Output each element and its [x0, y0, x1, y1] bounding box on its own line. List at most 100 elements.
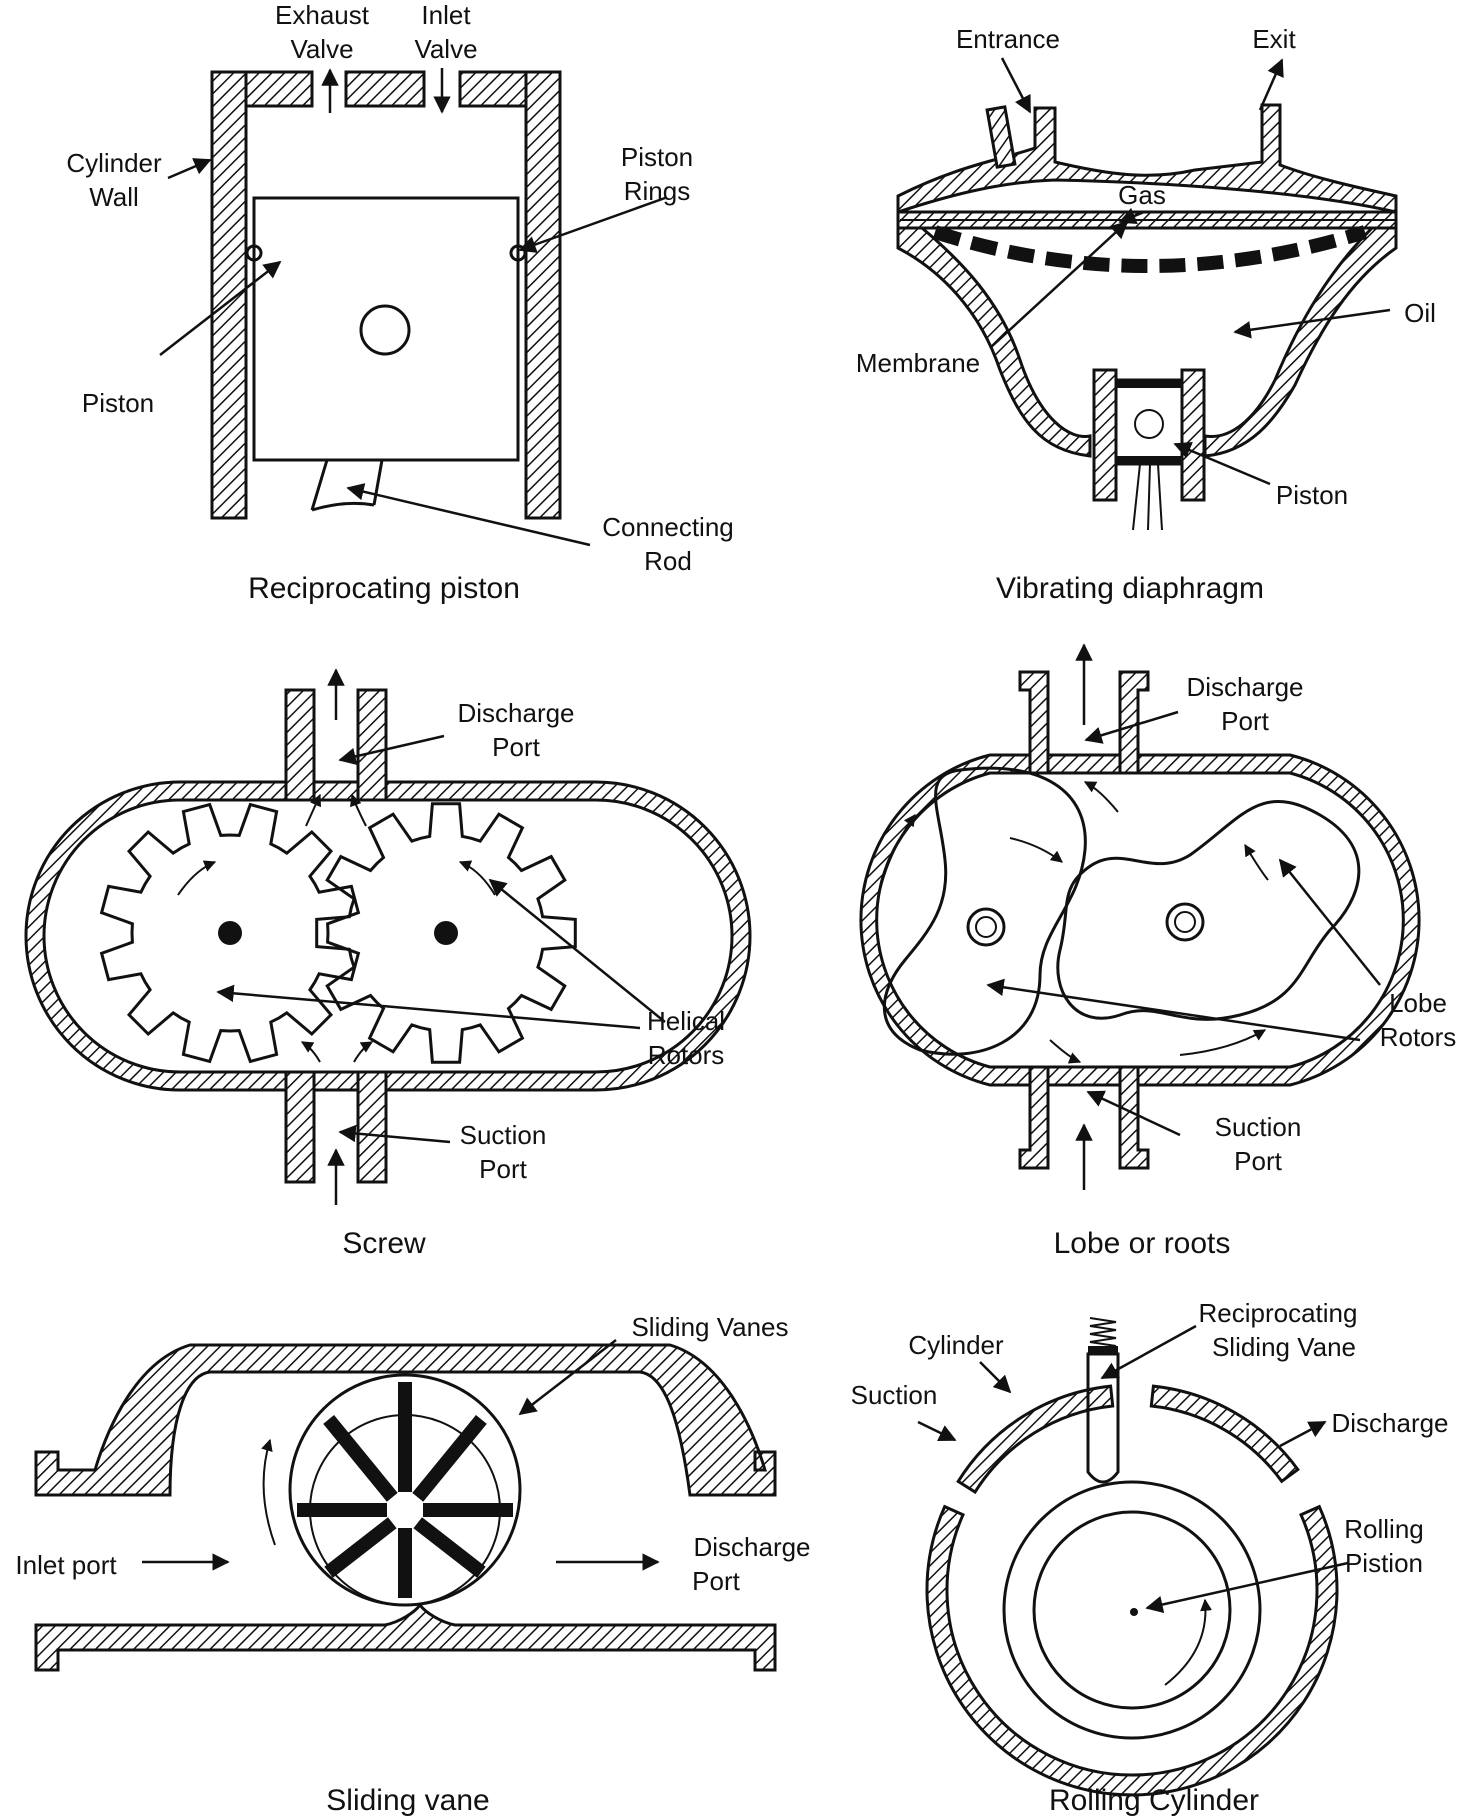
screw-suction-leader: [338, 1124, 451, 1144]
piston-rings-label: Rings: [624, 176, 690, 206]
rotation-arrow: [261, 1438, 276, 1546]
lobe-shaft-right: [1165, 902, 1205, 942]
piston-rings-leader: [518, 196, 666, 253]
rotation-arrow-left: [177, 860, 217, 896]
lobe-rotors-label: Lobe: [1389, 988, 1447, 1018]
rotor-shaft-left: [218, 921, 242, 945]
diaphragm-piston-rod: [1132, 463, 1163, 531]
lobe-suction-port-right: [1118, 1065, 1150, 1170]
membrane: [932, 225, 1368, 273]
connecting-rod: [310, 459, 384, 512]
screw-discharge-leader: [338, 734, 445, 765]
suction-arrow: [917, 1420, 957, 1442]
sliding-vane-leader: [1100, 1324, 1197, 1380]
rotation-arrow-right: [458, 860, 496, 896]
rolling-cylinder-casing: [925, 1384, 1339, 1797]
diaphragm-piston: [1114, 378, 1184, 466]
oil-label: Oil: [1404, 298, 1436, 328]
helical-rotors-leader: [216, 984, 641, 1030]
screw-casing: [24, 780, 752, 1092]
lobe-discharge-leader: [1084, 710, 1179, 744]
lobe-shaft-left: [966, 907, 1006, 947]
lobe-discharge-port-right: [1118, 670, 1150, 775]
gas-label: Gas: [1118, 180, 1166, 210]
connecting-rod-leader: [346, 483, 591, 547]
helical-rotor-right: [315, 802, 577, 1064]
connecting-rod-label: Rod: [644, 546, 692, 576]
reciprocating-piston-panel: Exhaust Valve Inlet Valve Cylinder Wall …: [66, 0, 733, 605]
vane-discharge-label: Discharge: [693, 1532, 810, 1562]
vibrating-diaphragm-panel: Entrance Exit Gas Oil Membrane Piston Vi…: [856, 24, 1436, 605]
flow-arrow: [1049, 1039, 1082, 1064]
vane-upper-casing: [34, 1343, 777, 1497]
lobe-suction-leader: [1086, 1090, 1181, 1137]
rolling-discharge-arrow: [1279, 1420, 1327, 1448]
diaphragm-piston-leader: [1173, 442, 1271, 486]
cylinder-label: Cylinder: [908, 1330, 1004, 1360]
sliding-vanes: [297, 1382, 513, 1598]
rolling-cylinder-caption: Rolling Cylinder: [1049, 1784, 1259, 1817]
inlet-valve-label: Valve: [414, 34, 477, 64]
sliding-vane-blade: [324, 1517, 397, 1578]
entrance-pipe: [985, 105, 1017, 169]
piston-body: [252, 196, 520, 462]
lobe-caption: Lobe or roots: [1054, 1227, 1231, 1260]
piston-ring-left: [245, 244, 263, 262]
piston-label: Piston: [82, 388, 154, 418]
helical-rotors-leader: [488, 878, 666, 1023]
cylinder-left-wall: [210, 70, 248, 520]
diaphragm-piston-pin: [1134, 409, 1164, 439]
rolling-piston-leader: [1145, 1561, 1349, 1614]
upper-dome-wall: [896, 103, 1398, 215]
lobe-panel: Discharge Port Lobe Rotors Suction Port …: [859, 643, 1456, 1260]
sliding-vane-blade: [412, 1415, 487, 1502]
cylinder-head-right: [458, 70, 528, 108]
piston-housing-left: [1092, 368, 1118, 502]
suction-label: Suction: [851, 1380, 938, 1410]
rotation-arrow: [1179, 1029, 1267, 1056]
screw-discharge-label: Port: [492, 732, 540, 762]
vane-spring-cap: [1088, 1346, 1118, 1354]
membrane-label: Membrane: [856, 348, 980, 378]
entrance-label: Entrance: [956, 24, 1060, 54]
lobe-suction-port-left: [1018, 1065, 1050, 1170]
cylinder-wall-label: Cylinder: [66, 148, 162, 178]
piston-ring-right: [509, 244, 527, 262]
inlet-valve-label: Inlet: [421, 0, 471, 30]
exit-label: Exit: [1252, 24, 1296, 54]
cylinder-wall-leader: [167, 158, 212, 180]
entrance-leader: [1000, 57, 1032, 114]
lobe-discharge-label: Discharge: [1186, 672, 1303, 702]
vibrating-diaphragm-caption: Vibrating diaphragm: [996, 572, 1264, 605]
screw-discharge-port-left: [284, 688, 316, 802]
sliding-vane-caption: Sliding vane: [326, 1784, 489, 1817]
sliding-vanes-label: Sliding Vanes: [631, 1312, 788, 1342]
rolling-piston-outer: [1002, 1480, 1262, 1740]
vane-lower-casing: [34, 1602, 777, 1672]
lower-dome-right-wall: [1203, 226, 1398, 458]
flow-arrow: [353, 1041, 374, 1063]
sliding-vane-blade: [413, 1517, 486, 1578]
flow-arrow: [305, 793, 321, 827]
wrist-pin: [359, 304, 411, 356]
lobe-rotor-left: [882, 766, 1087, 1056]
rolling-piston-inner: [1032, 1510, 1232, 1710]
exhaust-valve-label: Valve: [290, 34, 353, 64]
lobe-rotors-leader: [1278, 858, 1381, 986]
screw-suction-port-right: [356, 1070, 388, 1184]
vane-spring: [1089, 1317, 1117, 1347]
gas-leader: [1118, 207, 1145, 225]
helical-rotors-label: Helical: [647, 1006, 725, 1036]
cylinder-head-left: [244, 70, 314, 108]
screw-panel: Discharge Port Helical Rotors Suction Po…: [24, 668, 752, 1260]
piston-rings-label: Piston: [621, 142, 693, 172]
lobe-rotor-right: [1056, 800, 1361, 1021]
rotor-shaft-right: [434, 921, 458, 945]
piston-housing-right: [1180, 368, 1206, 502]
sliding-vane-label: Sliding Vane: [1212, 1332, 1356, 1362]
lobe-shaft-left-inner: [975, 916, 997, 938]
rotation-arrow: [1164, 1598, 1213, 1686]
cylinder-wall-label: Wall: [89, 182, 139, 212]
sliding-vane-blade: [323, 1415, 398, 1502]
rolling-discharge-label: Discharge: [1331, 1408, 1448, 1438]
